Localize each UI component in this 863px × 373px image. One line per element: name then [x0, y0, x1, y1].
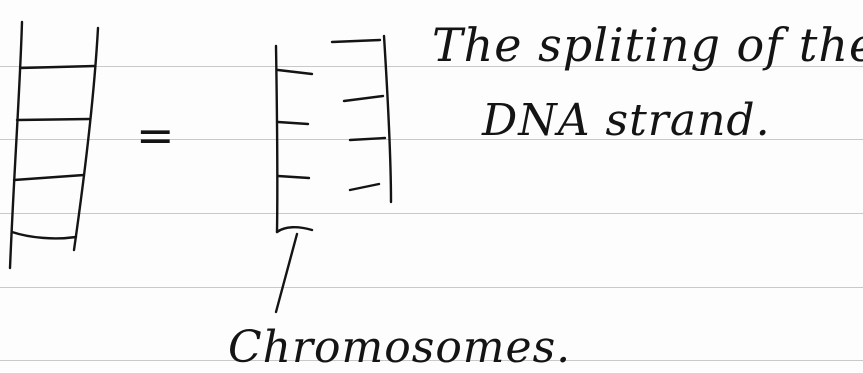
split-strands-drawing	[274, 34, 393, 234]
ladder-rung	[18, 64, 97, 70]
split-left-stub	[276, 174, 311, 180]
split-right-strand	[382, 34, 393, 204]
caption-line-1: The spliting of the	[432, 18, 863, 72]
ladder-rung	[10, 230, 78, 240]
ruled-line	[0, 66, 863, 67]
split-left-strand	[274, 44, 279, 234]
pointer-line	[274, 232, 299, 314]
dna-ladder-drawing	[8, 20, 100, 270]
ruled-line	[0, 360, 863, 361]
split-right-stub	[330, 38, 382, 44]
ladder-right-rail	[72, 26, 100, 252]
chromosomes-label: Chromosomes.	[228, 322, 572, 373]
split-left-stub	[276, 68, 314, 76]
ladder-rung	[12, 173, 86, 182]
split-right-stub	[342, 94, 385, 103]
split-right-stub	[348, 182, 381, 192]
ladder-rung	[15, 117, 92, 122]
caption-line-2: DNA strand.	[482, 95, 771, 146]
ruled-line	[0, 139, 863, 140]
split-left-stub	[276, 120, 310, 126]
split-left-foot	[275, 226, 314, 234]
split-right-stub	[348, 136, 387, 142]
ruled-line	[0, 287, 863, 288]
equals-sign: =	[136, 108, 176, 162]
ruled-line	[0, 213, 863, 214]
